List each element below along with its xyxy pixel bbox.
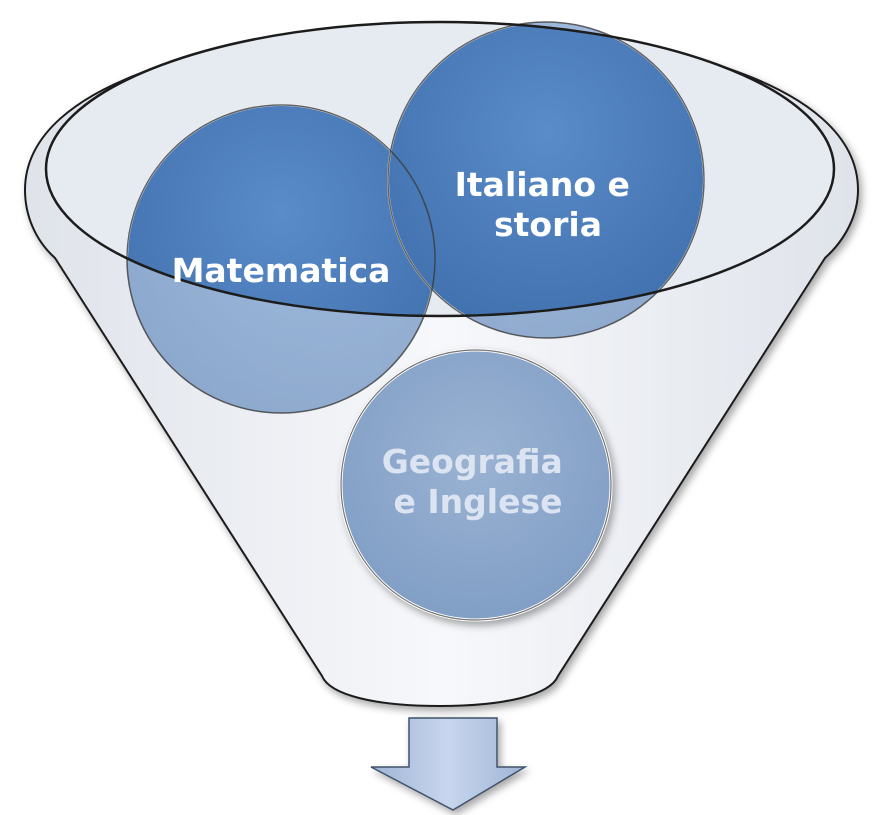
circle-label-italiano-storia: Italiano e storia: [455, 165, 642, 244]
funnel-rim: [44, 20, 836, 318]
circle-label-matematica: Matematica: [172, 251, 391, 290]
circle-label-geografia-inglese: Geografia e Inglese: [382, 442, 575, 521]
down-arrow-icon: [370, 717, 528, 811]
